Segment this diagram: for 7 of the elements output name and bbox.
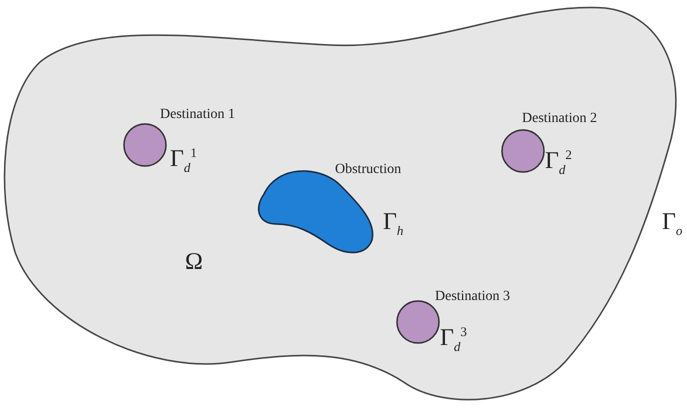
math-symbol: Γ$_{o}$: [662, 210, 682, 237]
math-symbol: Ω: [185, 250, 203, 274]
obstruction-label: Obstruction: [335, 163, 402, 177]
destination-label: Destination 3: [435, 290, 510, 304]
destination-label: Destination 2: [522, 112, 598, 126]
destination-label: Destination 1: [160, 108, 236, 122]
math-symbol: Γ$_{h}$: [383, 210, 404, 237]
